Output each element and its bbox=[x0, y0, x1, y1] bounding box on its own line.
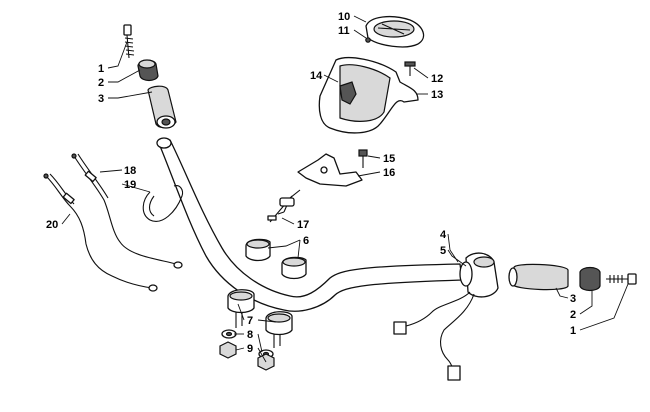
gauge-screw[interactable] bbox=[365, 37, 371, 43]
callout-8: 8 bbox=[247, 329, 253, 341]
throttle-switch-housing[interactable] bbox=[459, 252, 499, 298]
cable-tie[interactable] bbox=[142, 185, 184, 222]
lower-clamp-right[interactable] bbox=[265, 311, 293, 348]
callout-14: 14 bbox=[310, 70, 323, 82]
callout-9: 9 bbox=[247, 343, 253, 355]
callout-3-right: 3 bbox=[570, 293, 576, 305]
right-bar-end-weight[interactable] bbox=[579, 266, 601, 292]
left-bar-end-weight[interactable] bbox=[137, 59, 159, 82]
callout-10: 10 bbox=[338, 11, 350, 23]
callout-2-left: 2 bbox=[98, 77, 104, 89]
nut-left[interactable] bbox=[219, 341, 237, 359]
bracket-pin[interactable] bbox=[267, 195, 295, 223]
callout-15: 15 bbox=[383, 153, 395, 165]
callout-18: 18 bbox=[124, 165, 136, 177]
callout-11: 11 bbox=[338, 25, 350, 37]
upper-clamp-left[interactable] bbox=[245, 238, 271, 262]
callout-4: 4 bbox=[440, 229, 447, 241]
upper-clamp-right[interactable] bbox=[281, 256, 307, 280]
callout-20: 20 bbox=[46, 219, 58, 231]
callout-labels: 1 2 3 4 5 6 7 8 9 10 11 12 13 14 15 16 1… bbox=[46, 11, 576, 355]
callout-5: 5 bbox=[440, 245, 446, 257]
right-handlebar-bolt[interactable] bbox=[606, 273, 637, 285]
callout-17: 17 bbox=[297, 219, 309, 231]
throttle-cable[interactable] bbox=[71, 153, 183, 269]
washer-left[interactable] bbox=[221, 329, 237, 339]
callout-3-left: 3 bbox=[98, 93, 104, 105]
brake-cable[interactable] bbox=[43, 173, 158, 292]
callout-1-left: 1 bbox=[98, 63, 104, 75]
callout-7: 7 bbox=[247, 315, 253, 327]
leader-lines bbox=[61, 15, 629, 363]
callout-19: 19 bbox=[124, 179, 136, 191]
handlebar[interactable] bbox=[156, 137, 463, 312]
throttle-wiring-harness[interactable] bbox=[393, 291, 475, 381]
callout-2-right: 2 bbox=[570, 309, 576, 321]
callout-12: 12 bbox=[431, 73, 443, 85]
left-grip[interactable] bbox=[147, 85, 177, 129]
gauge-housing-screw[interactable] bbox=[404, 61, 416, 76]
handlebar-bracket[interactable] bbox=[277, 153, 363, 215]
callout-1-right: 1 bbox=[570, 325, 576, 337]
gauge[interactable] bbox=[365, 15, 425, 48]
left-handlebar-bolt[interactable] bbox=[123, 24, 135, 59]
bracket-bolt[interactable] bbox=[358, 149, 368, 168]
callout-16: 16 bbox=[383, 167, 395, 179]
handlebar-cover[interactable] bbox=[318, 57, 419, 134]
right-grip[interactable] bbox=[508, 263, 569, 291]
callout-13: 13 bbox=[431, 89, 443, 101]
callout-6: 6 bbox=[303, 235, 309, 247]
